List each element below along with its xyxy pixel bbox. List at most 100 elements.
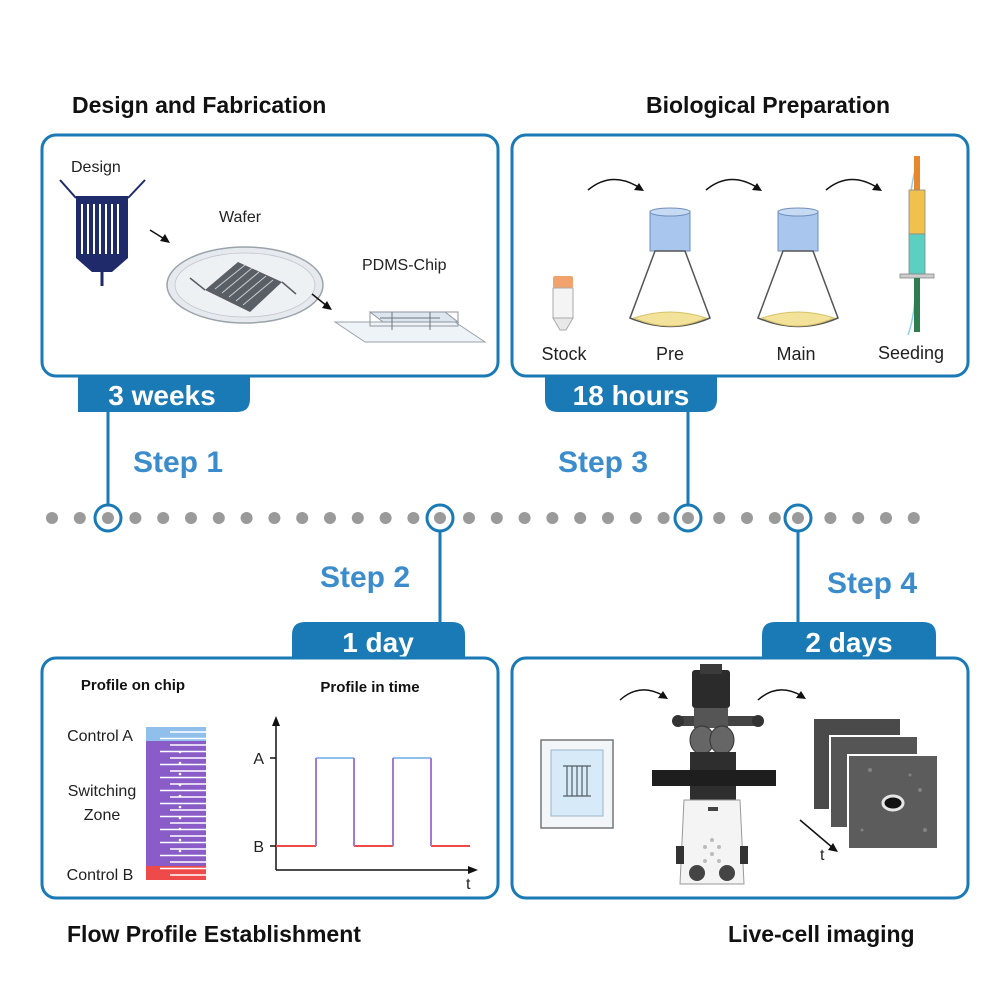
flow-profile-panel [40, 656, 500, 900]
flow-profile-title: Flow Profile Establishment [67, 921, 361, 947]
timeline-dot [407, 512, 420, 524]
timeline-dot [463, 512, 475, 524]
microscope-icon [652, 664, 776, 885]
duration-3-weeks: 3 weeks [108, 380, 215, 411]
timeline-dot [185, 512, 197, 524]
chip-trap-dot [178, 750, 182, 754]
seeding-syringe-icon [899, 156, 935, 336]
chip-trap-dot [178, 805, 182, 809]
timeline-dot [324, 512, 336, 524]
timeline-dot [546, 512, 559, 524]
timeline-dot [268, 512, 281, 524]
main-label: Main [776, 344, 815, 364]
control-b-label: Control B [67, 867, 134, 884]
imaging-time-arrow [799, 819, 838, 852]
chip-trap-dot [178, 816, 182, 820]
timeline-dot [212, 512, 225, 524]
chip-slide-icon [540, 739, 614, 829]
axis-b-label: B [253, 839, 264, 856]
live-cell-imaging-panel [510, 656, 970, 900]
live-cell-imaging-title: Live-cell imaging [728, 921, 915, 947]
timeline-dot [907, 512, 920, 524]
timeline-dot [46, 512, 58, 524]
timeline-dot [73, 512, 86, 524]
timeline-dot [574, 512, 587, 524]
step-3-label: Step 3 [558, 446, 648, 479]
pre-label: Pre [656, 344, 684, 364]
chip-trap-dot [178, 761, 182, 765]
imaging-arrows [619, 689, 803, 701]
pre-flask-icon [629, 207, 711, 328]
timeline-dot [657, 512, 670, 524]
zone-label: Zone [84, 807, 121, 824]
bio-arrowheads [634, 183, 882, 191]
control-a-band [146, 727, 206, 741]
imaging-arrowheads [658, 691, 806, 699]
design-label: Design [71, 159, 121, 176]
timeline-dot [629, 512, 642, 524]
duration-1-day: 1 day [342, 627, 414, 658]
timeline-dot [741, 512, 753, 524]
timeline-dots [46, 512, 920, 524]
design-fabrication-panel [40, 133, 500, 378]
wafer-label: Wafer [219, 209, 262, 226]
timeline-dot [296, 512, 309, 524]
timeline-dot [768, 512, 781, 524]
timeline-dot [824, 512, 837, 524]
stock-label: Stock [541, 344, 587, 364]
timeline-connectors [106, 412, 800, 622]
chip-trap-dot [178, 772, 182, 776]
bio-arrows [587, 178, 879, 191]
duration-badge-2-days [762, 622, 936, 658]
imaging-t-label: t [820, 847, 825, 864]
main-flask-icon [757, 207, 839, 328]
duration-badge-18-hours [545, 376, 717, 412]
step-4-label: Step 4 [827, 567, 917, 600]
timeline-dot [129, 512, 142, 524]
axis-t-label: t [466, 876, 471, 893]
axis-a-label: A [253, 751, 264, 768]
seeding-label: Seeding [878, 343, 944, 363]
chip-trap-dot [178, 783, 182, 787]
timeline-marker-dots [102, 512, 804, 524]
control-a-label: Control A [67, 728, 133, 745]
profile-on-chip-label: Profile on chip [81, 677, 185, 694]
timeline-markers [93, 503, 813, 533]
timeline-dot [852, 512, 865, 524]
design-chip-icon [59, 179, 146, 286]
timeline-dot [602, 512, 614, 524]
design-fabrication-title: Design and Fabrication [72, 92, 326, 118]
timeline-dot [379, 512, 392, 524]
duration-2-days: 2 days [805, 627, 892, 658]
chip-trap-dot [178, 838, 182, 842]
timeline-dot [240, 512, 253, 524]
timeline-dot [880, 512, 892, 524]
timeline-dot [713, 512, 726, 524]
profile-on-chip-graphic [146, 727, 206, 880]
timeline-dot [518, 512, 531, 524]
profile-in-time-label: Profile in time [320, 679, 419, 696]
wafer-icon [166, 246, 324, 324]
chip-trap-dot [178, 794, 182, 798]
timeline-dot [490, 512, 503, 524]
pdms-chip-label: PDMS-Chip [362, 257, 447, 274]
image-stack-icon [812, 717, 939, 850]
arrow-design-to-wafer [149, 229, 170, 243]
biological-preparation-title: Biological Preparation [646, 92, 890, 118]
step-1-label: Step 1 [133, 446, 223, 479]
chip-trap-dot [178, 827, 182, 831]
switching-label: Switching [68, 783, 136, 800]
profile-in-time-plot [270, 716, 478, 874]
stock-tube-icon [552, 276, 574, 331]
duration-18-hours: 18 hours [573, 380, 690, 411]
duration-badge-3-weeks [78, 376, 250, 412]
pdms-chip-icon [333, 311, 487, 343]
chip-trap-dot [178, 849, 182, 853]
biological-preparation-panel [510, 133, 970, 378]
duration-badge-1-day [292, 622, 465, 658]
control-b-band [146, 866, 206, 880]
timeline-dot [351, 512, 364, 524]
arrow-wafer-to-chip [311, 293, 332, 310]
